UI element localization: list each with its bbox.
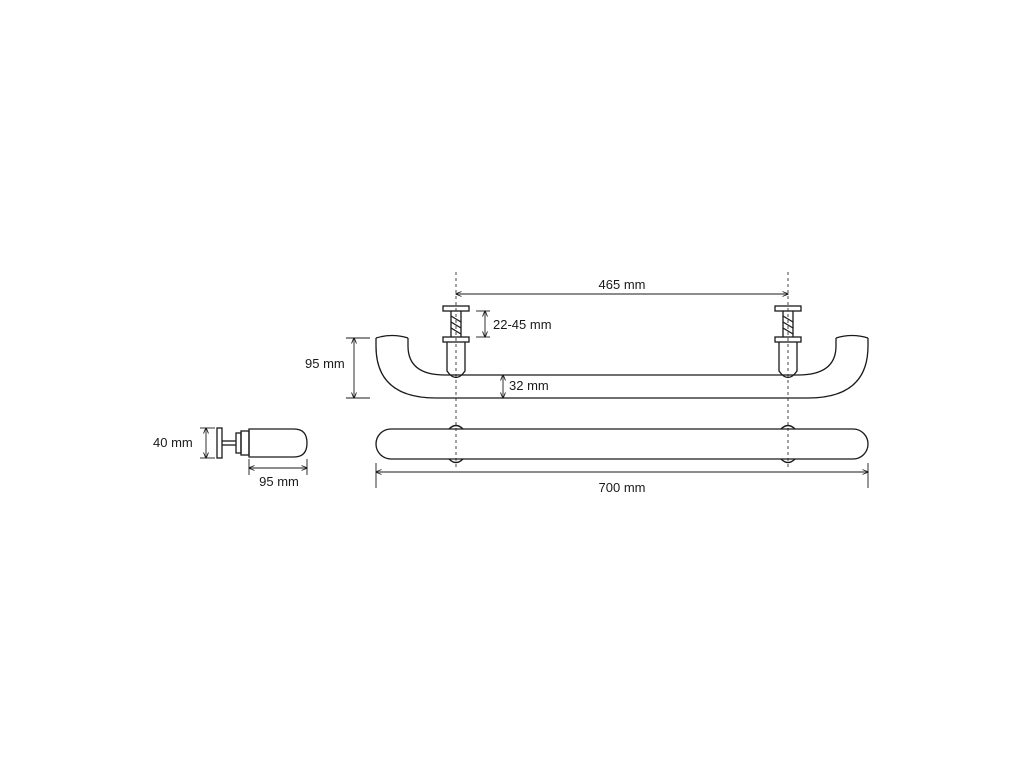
dim-line-95-side (249, 459, 307, 475)
label-rosette-diameter: 40 mm (153, 435, 193, 450)
dim-line-700 (376, 463, 868, 488)
dim-line-95-projection (346, 338, 370, 398)
label-projection: 95 mm (305, 356, 345, 371)
side-view (216, 427, 308, 459)
top-view-bar (375, 334, 869, 399)
label-mount-spacing: 465 mm (599, 277, 646, 292)
front-view-bar (375, 424, 869, 464)
dim-line-22-45 (476, 311, 490, 337)
label-rosette-depth: 22-45 mm (493, 317, 552, 332)
label-tube-diameter: 32 mm (509, 378, 549, 393)
dim-line-40 (200, 428, 215, 458)
label-side-depth: 95 mm (259, 474, 299, 489)
label-overall-length: 700 mm (599, 480, 646, 495)
